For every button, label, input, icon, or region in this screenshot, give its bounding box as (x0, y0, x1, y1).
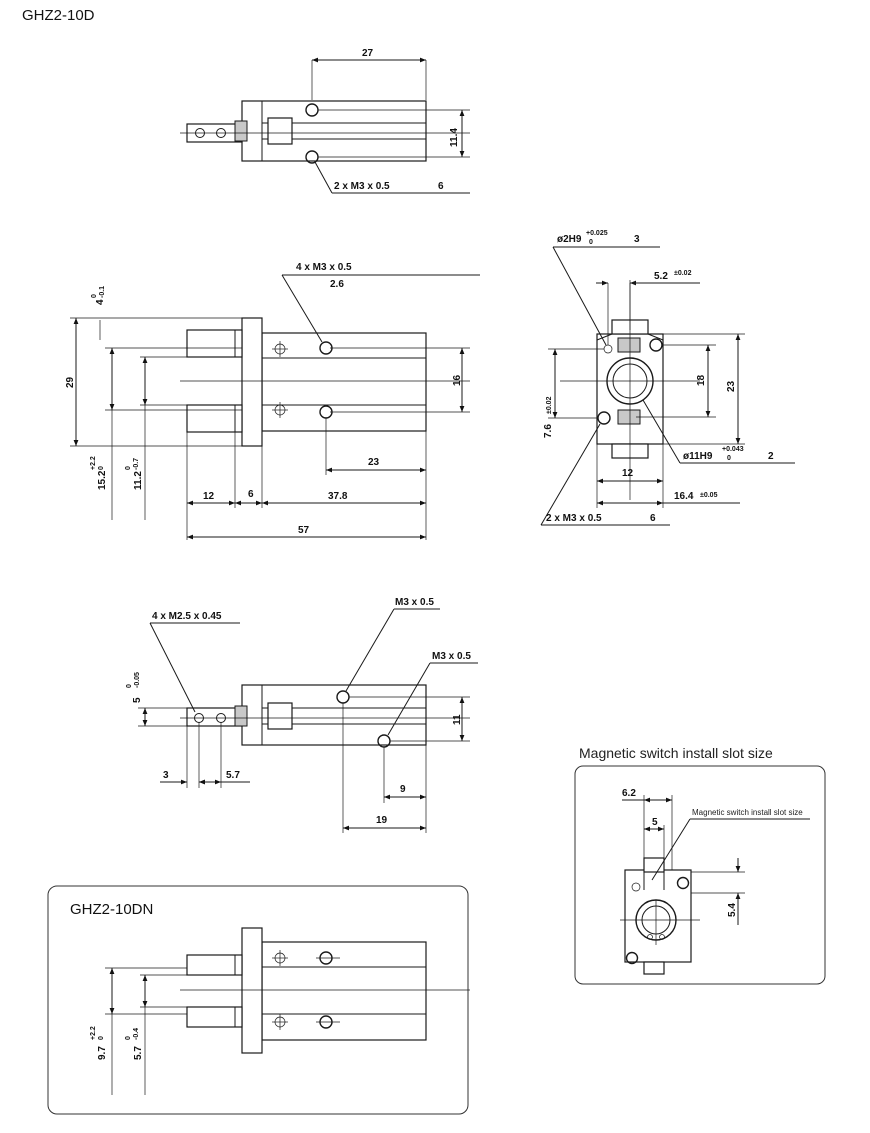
dim-12: 12 (203, 491, 215, 502)
dn-jaw-upper (186, 954, 243, 976)
side-hole-depth: 2.6 (330, 279, 344, 290)
dim-11-4: 11.4 (449, 128, 460, 147)
dim-23-end: 23 (726, 380, 737, 392)
dim-18: 18 (696, 374, 707, 386)
bore-callout: ø11H9 (683, 451, 713, 462)
slot-thread-hole-2 (625, 951, 639, 965)
slot-thread-hole-1 (676, 876, 690, 890)
top-view: 27 11.4 2 x M3 x 0.5 6 (180, 48, 470, 194)
slot-dim-5: 5 (652, 817, 658, 828)
end-jaw-top (617, 337, 641, 353)
svg-text:0: 0 (126, 684, 133, 688)
svg-text:0: 0 (98, 1036, 105, 1040)
end-thread-callout: 2 x M3 x 0.5 (546, 513, 602, 524)
svg-text:+2.2: +2.2 (90, 1026, 97, 1040)
top-thread-callout: 2 x M3 x 0.5 (334, 181, 390, 192)
slot-body (624, 869, 692, 963)
svg-text:-0.1: -0.1 (99, 286, 106, 298)
dim-27: 27 (362, 48, 374, 59)
dim-57: 57 (298, 525, 310, 536)
dim-7-6: 7.6 (543, 424, 554, 438)
svg-text:0: 0 (91, 294, 98, 298)
dim-16: 16 (452, 374, 463, 386)
side-flange (241, 317, 263, 447)
svg-text:0: 0 (125, 1036, 132, 1040)
svg-text:-0.7: -0.7 (133, 458, 140, 470)
side-jaw-lower (186, 404, 243, 433)
dn-dim-5-7: 5.7 (133, 1046, 144, 1060)
dim-11: 11 (452, 714, 463, 725)
dim-37-8: 37.8 (328, 491, 348, 502)
dim-12-end: 12 (622, 468, 634, 479)
dn-panel-frame (47, 885, 469, 1115)
dim-9: 9 (400, 784, 406, 795)
svg-text:0: 0 (125, 466, 132, 470)
jaw-holes-callout: 4 x M2.5 x 0.45 (152, 611, 222, 622)
slot-panel: Magnetic switch install slot size 6.2 5 … (574, 745, 826, 985)
dim-16-4: 16.4 (674, 491, 694, 502)
slot-panel-title: Magnetic switch install slot size (579, 745, 773, 761)
side-jaw-upper (186, 329, 243, 358)
svg-text:+2.2: +2.2 (90, 456, 97, 470)
svg-text:±0.02: ±0.02 (546, 396, 553, 414)
slot-panel-frame (574, 765, 826, 985)
thread-b-callout: M3 x 0.5 (432, 651, 471, 662)
dn-panel: GHZ2-10DN 9.7 +2.2 0 5.7 0 -0.4 (47, 885, 470, 1115)
slot-pin-hole (631, 882, 641, 892)
end-thread-depth: 6 (650, 513, 656, 524)
pin-hole-depth: 3 (634, 234, 640, 245)
dim-23: 23 (368, 457, 380, 468)
svg-text:+0.025: +0.025 (586, 230, 608, 237)
dim-6: 6 (248, 489, 254, 500)
dim-11-2: 11.2 (133, 471, 144, 490)
slot-dim-6-2: 6.2 (622, 788, 636, 799)
svg-text:-0.4: -0.4 (133, 1028, 140, 1040)
slot-callout: Magnetic switch install slot size (692, 808, 803, 817)
top-spring (234, 120, 248, 142)
svg-text:0: 0 (727, 455, 731, 462)
dim-19: 19 (376, 815, 388, 826)
dn-panel-title: GHZ2-10DN (70, 901, 153, 918)
top-thread-depth: 6 (438, 181, 444, 192)
dim-29: 29 (65, 376, 76, 388)
dn-dim-9-7: 9.7 (97, 1046, 108, 1060)
side-view: 4 x M3 x 0.5 2.6 29 4 0 -0.1 15.2 +2.2 0… (65, 262, 480, 540)
dn-jaw-lower (186, 1006, 243, 1028)
drawing-title: GHZ2-10D (22, 7, 95, 24)
slot-dim-5-4: 5.4 (727, 903, 738, 917)
dn-body (261, 941, 427, 1041)
svg-text:±0.02: ±0.02 (674, 270, 692, 277)
thread-a-callout: M3 x 0.5 (395, 597, 434, 608)
svg-text:+0.043: +0.043 (722, 446, 744, 453)
svg-text:-0.05: -0.05 (134, 672, 141, 688)
dim-15-2: 15.2 (97, 470, 108, 490)
end-view: ø2H9 +0.025 0 3 5.2 ±0.02 18 23 7.6 ±0.0… (540, 230, 795, 526)
svg-text:±0.05: ±0.05 (700, 492, 718, 499)
bottom-jaw (186, 707, 243, 727)
dim-5-7: 5.7 (226, 770, 240, 781)
bore-depth: 2 (768, 451, 774, 462)
svg-text:0: 0 (98, 466, 105, 470)
svg-text:0: 0 (589, 239, 593, 246)
dim-5: 5 (132, 697, 143, 703)
side-hole-callout: 4 x M3 x 0.5 (296, 262, 352, 273)
dim-3: 3 (163, 770, 169, 781)
side-body (261, 332, 427, 432)
dim-5-2: 5.2 (654, 271, 668, 282)
pin-hole-callout: ø2H9 (557, 234, 582, 245)
dn-flange (241, 927, 263, 1054)
bottom-spring (234, 705, 248, 727)
bottom-view: 4 x M2.5 x 0.45 M3 x 0.5 M3 x 0.5 5 0 -0… (126, 597, 478, 833)
dim-4: 4 (95, 299, 106, 305)
